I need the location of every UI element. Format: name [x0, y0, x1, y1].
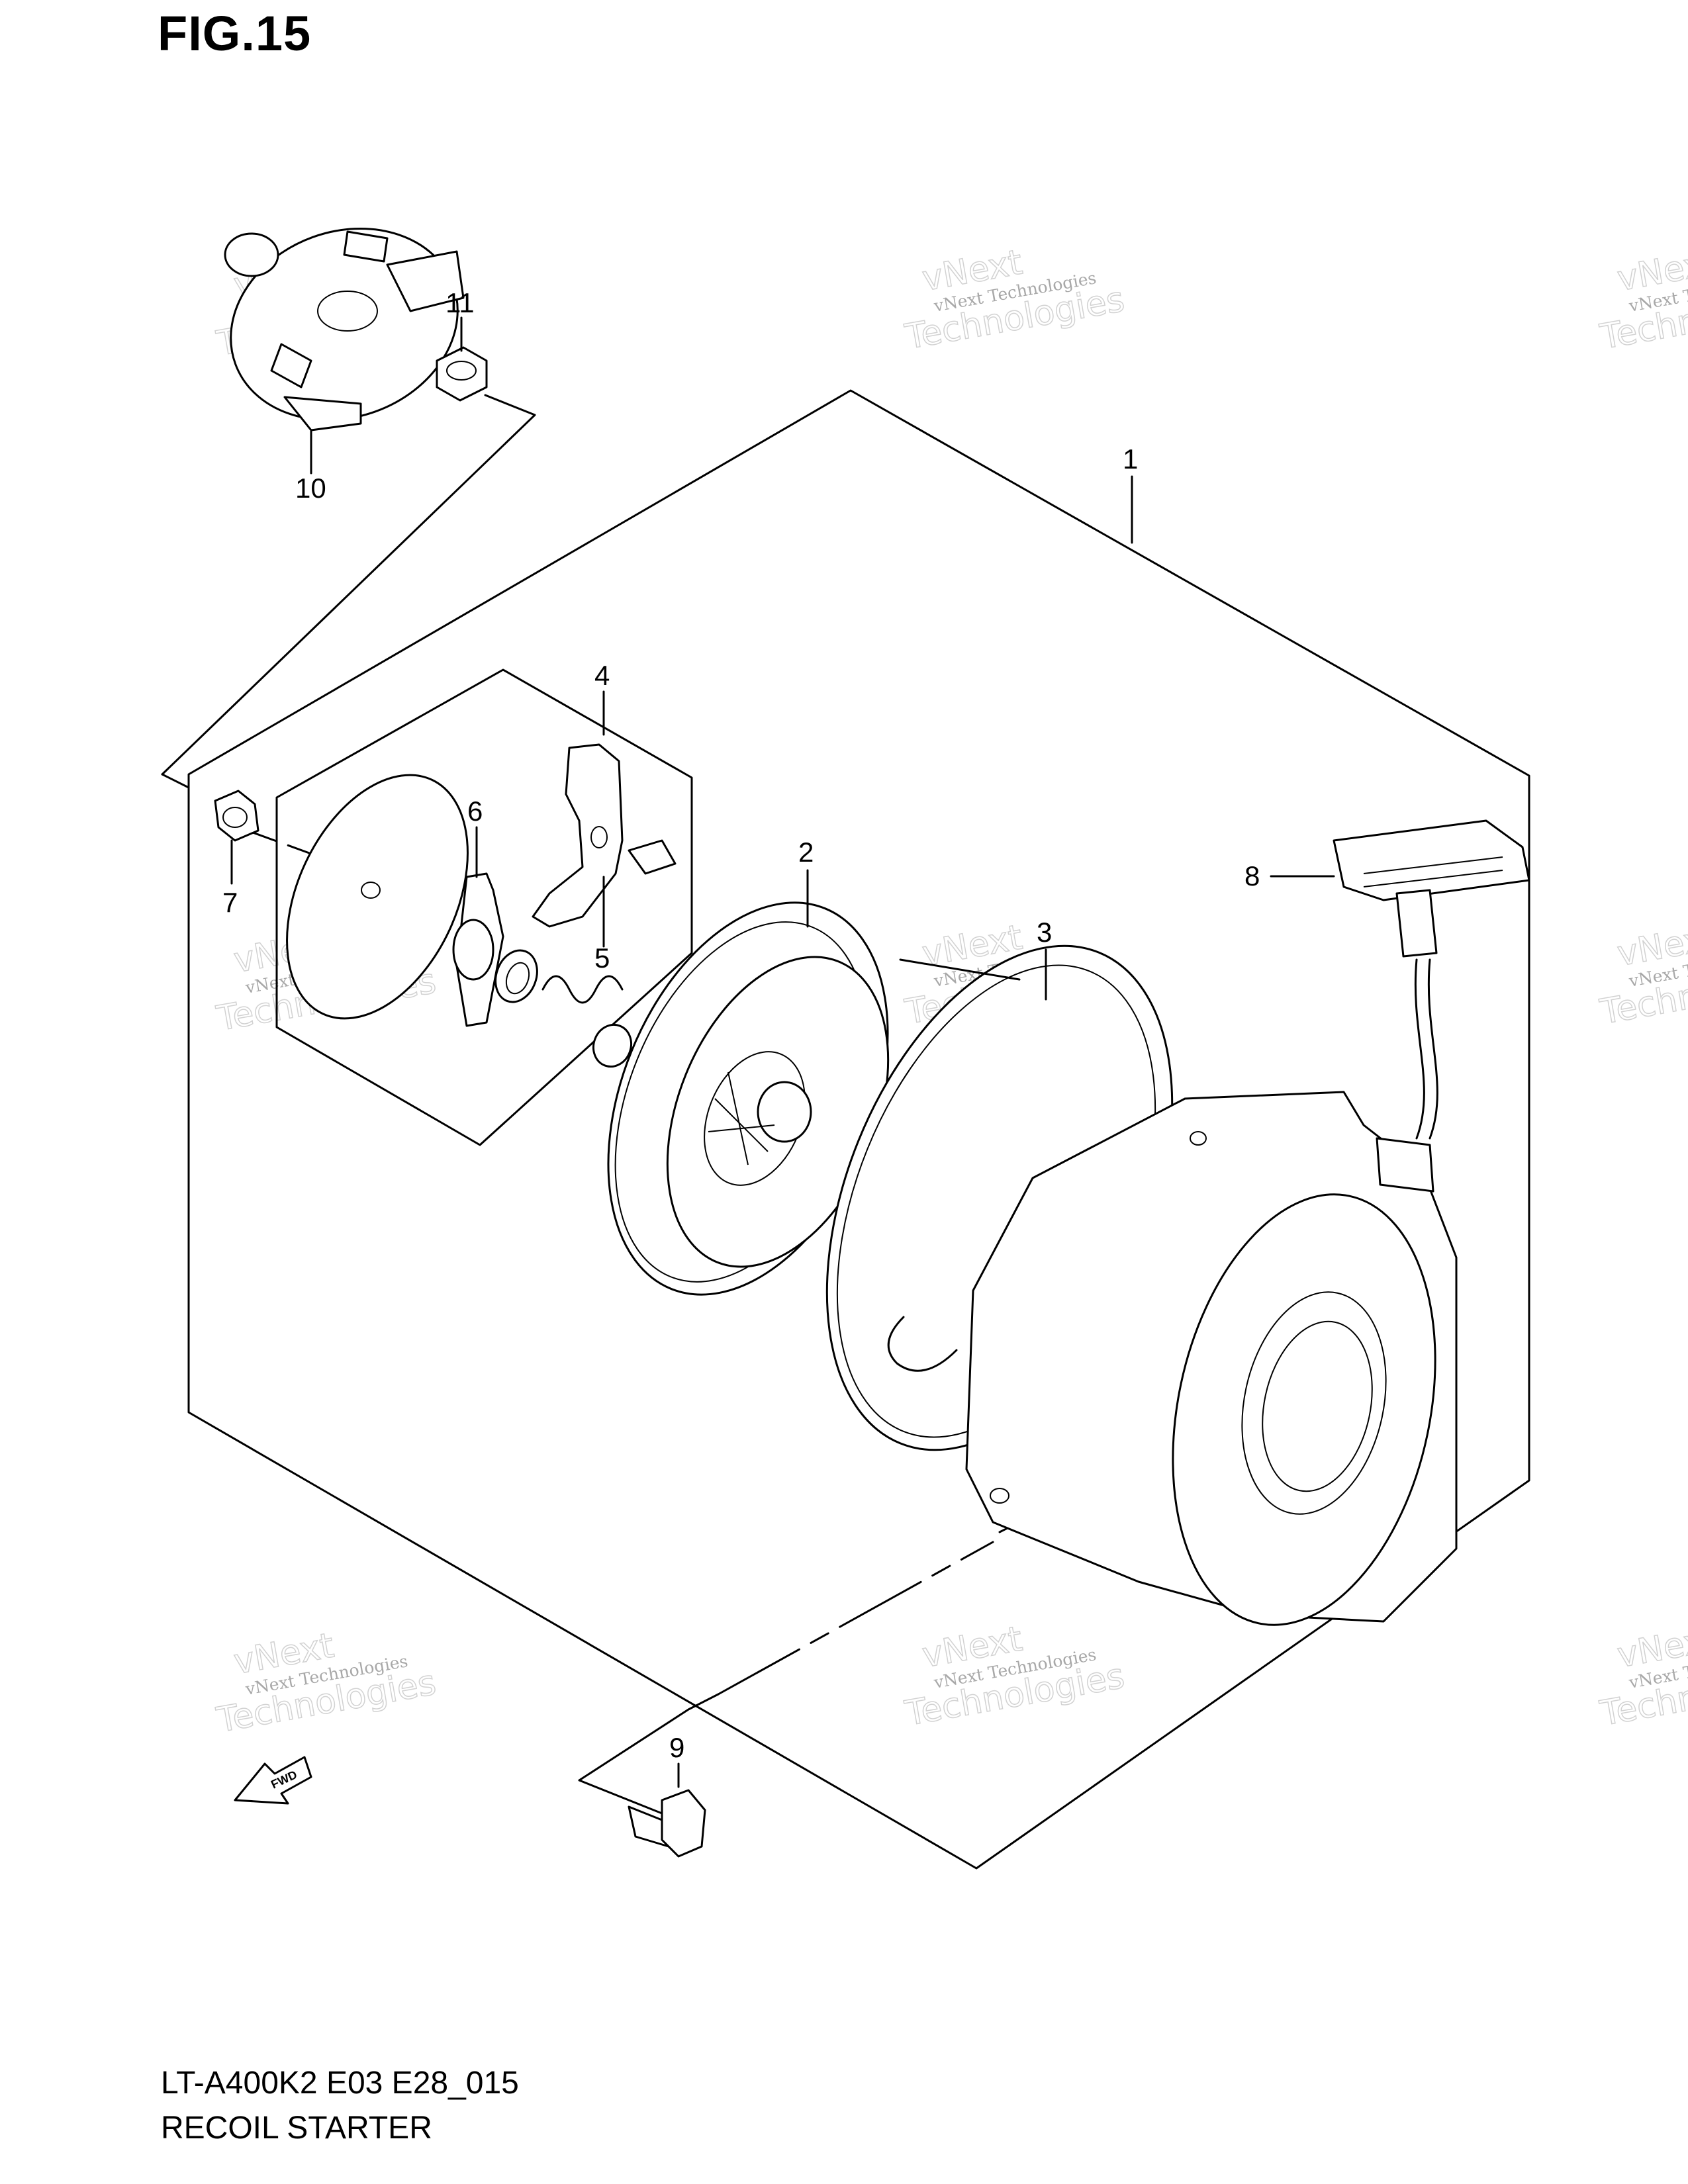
part-8-starter-handle — [1333, 819, 1530, 1140]
spring-washer-stack — [494, 949, 632, 1068]
callout-9: 9 — [669, 1732, 684, 1763]
callout-11: 11 — [445, 287, 475, 318]
part-2-reel — [607, 901, 890, 1296]
callout-6: 6 — [467, 796, 483, 827]
callout-4: 4 — [594, 660, 610, 691]
callout-1: 1 — [1123, 443, 1138, 475]
callout-8: 8 — [1244, 860, 1260, 891]
recoil-housing — [965, 1091, 1458, 1626]
part-5-pin — [628, 839, 677, 875]
friction-plate — [286, 774, 469, 1020]
callout-7: 7 — [222, 887, 238, 918]
watermark-low-left: vNext vNext Technologies Technologies — [213, 1625, 440, 1741]
subassembly-outline — [275, 668, 693, 1146]
watermark-low-center: vNext vNext Technologies Technologies — [902, 1619, 1128, 1735]
part-7-cap-bolt — [214, 790, 259, 842]
watermark-mid-right: vNext vNext Technologies Technologies — [1597, 917, 1688, 1033]
fwd-direction-badge: FWD — [234, 1756, 312, 1805]
diagram-code: LT-A400K2 E03 E28_015 — [161, 2066, 519, 2101]
watermark-layer: vNext vNext Technologies Technologies vN… — [213, 242, 1688, 1741]
watermark-top-right: vNext vNext Technologies Technologies — [1597, 242, 1688, 358]
part-9-flange-bolt — [628, 1789, 706, 1858]
part-4-ratchet-pawl — [532, 743, 624, 928]
callout-leaders — [230, 316, 1335, 1788]
callout-10: 10 — [295, 473, 326, 504]
part-10-drive-hub — [224, 227, 465, 432]
diagram-name: RECOIL STARTER — [161, 2111, 432, 2146]
figure-title: FIG.15 — [158, 6, 312, 61]
watermark-top-center: vNext vNext Technologies Technologies — [902, 242, 1128, 358]
assembly-outline — [187, 389, 1530, 1870]
callout-5: 5 — [594, 942, 610, 974]
callout-2: 2 — [798, 837, 814, 868]
part-11-nut — [436, 346, 488, 402]
callout-numbers: 1 2 3 4 5 6 7 8 9 10 11 — [222, 287, 1260, 1763]
callout-3: 3 — [1037, 917, 1052, 948]
leader-lines — [161, 394, 1034, 1815]
watermark-low-right: vNext vNext Technologies Technologies — [1597, 1619, 1688, 1735]
